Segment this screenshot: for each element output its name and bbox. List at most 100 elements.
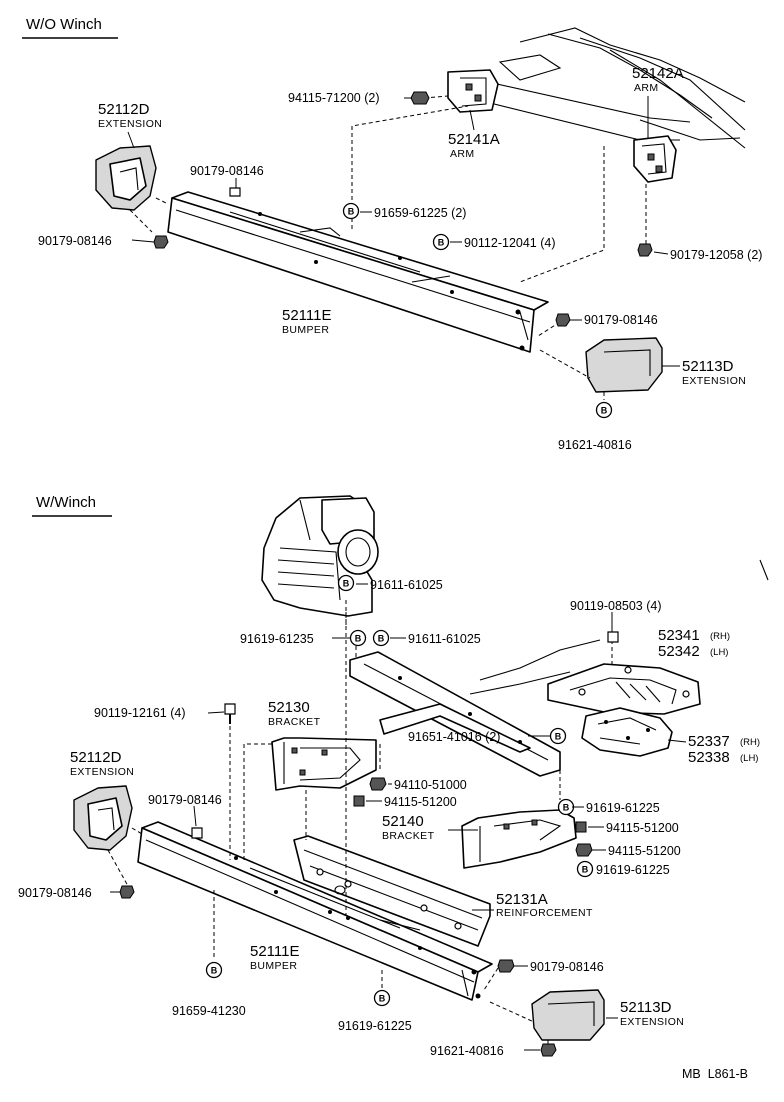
nut-94115-51200-a-icon [353,795,365,807]
bumper-52111E-top [167,191,549,353]
nut-94115-51200-c-icon [575,843,593,857]
part-number-91621-40816: 91621-40816 [430,1044,504,1058]
part-number-91619-61225: 91619-61225 [338,1019,412,1033]
fasteners-top: B B B [153,91,653,419]
svg-text:B: B [438,238,445,248]
part-number-90112-12041: 90112-12041 (4) [464,236,556,250]
part-number-94115-71200: 94115-71200 (2) [288,91,380,105]
part-number-94110-51000: 94110-51000 [394,778,467,792]
part-number-90119-12161: 90119-12161 (4) [94,706,186,720]
part-number-52131A: 52131A [496,891,548,908]
part-number-91619-61225: 91619-61225 [586,801,660,815]
labels-bottom: 91611-61025 91619-61235 91611-61025 9011… [18,578,760,1058]
bolt-symbol-91619-61225-b-icon: B [576,860,594,878]
bolt-symbol-91651-41016-icon: B [549,727,567,745]
bolt-90179-08146-d-icon [191,827,203,839]
bracket-52130 [271,737,377,791]
extension-52113D-bottom [531,989,605,1041]
nut-91621-40816-bottom-icon [540,1043,557,1057]
svg-text:B: B [601,406,608,416]
plate-52341-52342 [547,663,701,715]
bolt-symbol-91611-61025-a-icon: B [337,574,355,592]
bolt-90119-12161-icon [224,703,236,715]
part-number-52338: 52338 [688,749,730,766]
part-name-extension: EXTENSION [98,118,162,130]
nut-90179-12058-icon [637,243,653,257]
labels-top: 52112D EXTENSION 90179-08146 90179-08146… [38,65,762,452]
part-number-52111E: 52111E [282,307,332,324]
leaders-top [127,96,680,367]
part-number-52130: 52130 [268,699,310,716]
part-number-94115-51200: 94115-51200 [606,821,679,835]
bolt-symbol-91619-61225-c-icon: B [373,989,391,1007]
svg-text:B: B [211,966,218,976]
svg-text:B: B [555,732,562,742]
nut-94110-51000-icon [369,777,387,791]
side-lh: (LH) [740,753,758,764]
part-number-52112D: 52112D [98,101,150,118]
nut-90179-08146-b-icon [153,235,169,249]
part-number-91611-61025: 91611-61025 [408,632,481,646]
svg-text:B: B [355,634,362,644]
bolt-symbol-91619-61235-icon: B [349,629,367,647]
assembly-lines-top [129,95,647,400]
part-name-extension: EXTENSION [70,766,134,778]
part-number-91659-41230: 91659-41230 [172,1004,246,1018]
bolt-symbol-91659-61225-icon: B [342,202,360,220]
part-number-52113D: 52113D [682,358,734,375]
section-header-without-winch: W/O Winch [22,16,118,39]
part-number-52141A: 52141A [448,131,500,148]
nut-90179-08146-f-icon [497,959,515,973]
plate-52337-52338 [581,707,673,757]
part-number-52112D: 52112D [70,749,122,766]
part-number-90179-08146: 90179-08146 [190,164,264,178]
section-header-with-winch: W/Winch [32,494,112,517]
nut-90179-08146-e-icon [119,885,135,899]
svg-text:B: B [348,207,355,217]
side-rh: (RH) [710,631,730,642]
diagram-reference-code: MB L861-B [682,1067,748,1081]
part-name-bumper: BUMPER [250,960,297,972]
part-number-90179-12058: 90179-12058 (2) [670,248,762,262]
extension-52112D-bottom [73,785,133,851]
bolt-symbol-91611-61025-b-icon: B [372,629,390,647]
part-name-extension: EXTENSION [682,375,746,387]
part-number-90179-08146: 90179-08146 [530,960,604,974]
part-name-reinforcement: REINFORCEMENT [496,907,593,919]
bolt-symbol-91619-61225-a-icon: B [557,798,575,816]
arm-52142A [633,135,677,183]
svg-text:B: B [563,803,570,813]
section-title-without-winch: W/O Winch [26,16,102,33]
svg-text:B: B [582,865,589,875]
assembly-lines-bottom [107,600,613,1046]
fasteners-bottom: B B B B B B [119,574,619,1057]
part-name-arm: ARM [634,82,659,94]
part-number-91619-61235: 91619-61235 [240,632,314,646]
vehicle-frame-top [469,27,746,149]
part-number-52342: 52342 [658,643,700,660]
part-name-bracket: BRACKET [268,716,321,728]
nut-94115-51200-b-icon [575,821,587,833]
part-number-52341: 52341 [658,627,700,644]
bolt-symbol-91659-41230-icon: B [205,961,223,979]
part-number-52142A: 52142A [632,65,684,82]
part-name-bumper: BUMPER [282,324,329,336]
vehicle-frame-bottom [469,559,769,695]
part-number-90179-08146: 90179-08146 [148,793,222,807]
part-name-extension: EXTENSION [620,1016,684,1028]
part-number-94115-51200: 94115-51200 [608,844,681,858]
part-number-52337: 52337 [688,733,730,750]
part-number-91659-61225: 91659-61225 (2) [374,206,466,220]
part-name-bracket: BRACKET [382,830,435,842]
bolt-symbol-91621-40816-top-icon: B [595,401,613,419]
part-number-52113D: 52113D [620,999,672,1016]
svg-text:B: B [378,634,385,644]
bolt-symbol-90112-12041-icon: B [432,233,450,251]
nut-90179-08146-c-icon [555,313,571,327]
winch-mounting-frame [349,651,561,777]
part-number-90179-08146: 90179-08146 [18,886,92,900]
part-number-94115-51200: 94115-51200 [384,795,457,809]
part-number-90179-08146: 90179-08146 [584,313,658,327]
nut-94115-71200-icon [410,91,430,105]
svg-text:B: B [379,994,386,1004]
